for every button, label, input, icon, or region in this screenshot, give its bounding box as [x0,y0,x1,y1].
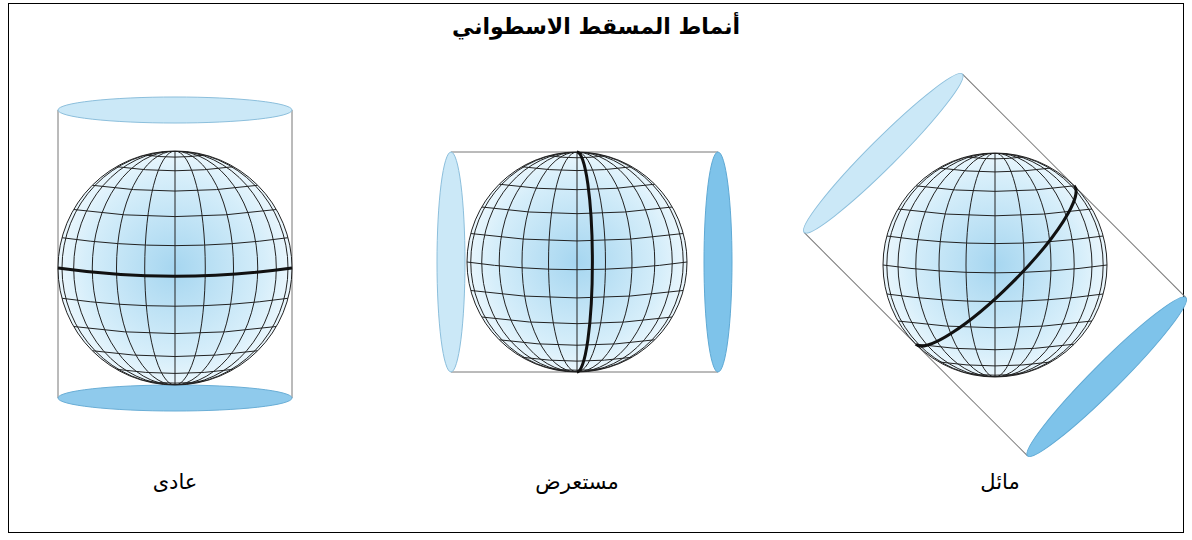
globe [58,151,292,385]
meridian-line [887,153,1103,377]
projection-caption: عادى [153,470,198,494]
globe-outline [883,153,1107,377]
meridian-line [939,153,1051,377]
meridian-line [522,152,632,372]
tangent-line [577,152,592,372]
meridian-line [482,152,673,372]
diagram-title: أنماط المسقط الاسطواني [452,14,740,39]
meridian-line [499,152,655,372]
meridian-line [916,153,1074,377]
meridian-line [471,152,684,372]
oblique-cylinder [794,64,1192,466]
globe-fill [467,152,687,372]
graticule [58,151,292,385]
globe [883,153,1107,377]
cylinder-end [437,152,465,372]
globe-fill [58,151,292,385]
meridian-line [995,153,996,377]
graticule [467,152,687,372]
meridian-line [549,152,606,372]
tangent-line [916,186,1092,362]
tangent-group [916,186,1092,362]
meridian-line [898,153,1092,377]
meridian-line [175,151,176,385]
cylinder-end [58,385,292,411]
globe-outline [467,152,687,372]
meridian-line [577,152,578,372]
cylinder-end [704,152,732,372]
meridian-line [117,151,234,385]
globe-fill [883,153,1107,377]
meridian-line [62,151,288,385]
tangent-line [58,268,292,276]
meridian-line [145,151,206,385]
meridian-line [92,151,257,385]
globe-outline [58,151,292,385]
projection-caption: مستعرض [535,470,618,494]
projection-caption: مائل [980,470,1019,494]
meridian-line [966,153,1024,377]
graticule [883,153,1107,377]
cylinder-end [58,97,292,123]
meridian-line [74,151,277,385]
globe [467,152,687,372]
